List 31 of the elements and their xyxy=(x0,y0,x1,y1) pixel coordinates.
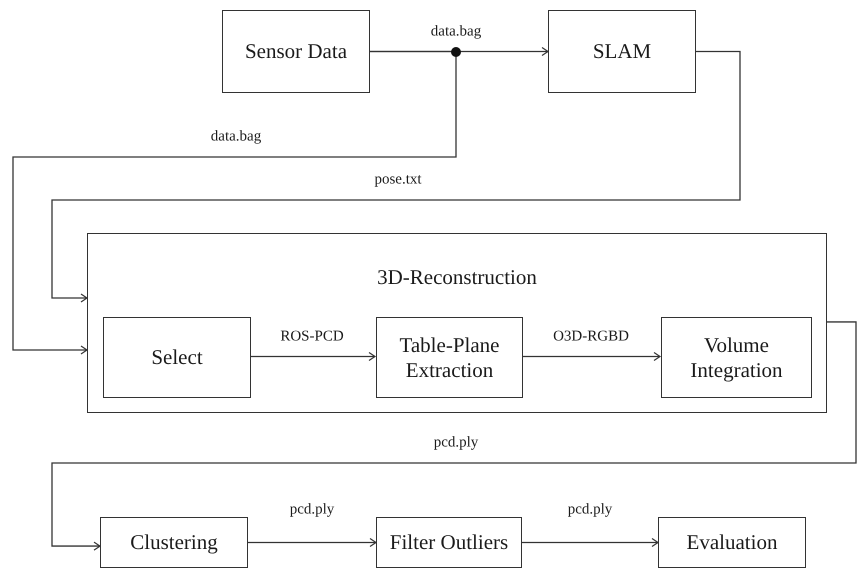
group-title: 3D-Reconstruction xyxy=(376,264,538,290)
process-box xyxy=(658,517,806,568)
arrow xyxy=(522,538,659,548)
arrow xyxy=(12,50,457,355)
box-label: Table-Plane Extraction xyxy=(398,333,500,382)
process-box xyxy=(548,10,696,93)
arrow xyxy=(522,352,661,362)
process-box xyxy=(376,317,523,398)
box-label: Clustering xyxy=(129,530,219,555)
box-label: Volume Integration xyxy=(689,333,784,382)
edge-label: pcd.ply xyxy=(566,502,614,518)
arrow xyxy=(250,352,376,362)
process-box xyxy=(661,317,812,398)
edge-label: pose.txt xyxy=(372,172,424,188)
process-box xyxy=(100,517,248,568)
edge-label: data.bag xyxy=(428,24,484,40)
arrow xyxy=(51,321,857,551)
edge-label: pcd.ply xyxy=(288,502,336,518)
edge-label: pcd.ply xyxy=(432,436,480,450)
group-box xyxy=(87,233,827,413)
process-box xyxy=(376,517,522,568)
box-label: Sensor Data xyxy=(244,39,348,64)
process-box xyxy=(103,317,251,398)
arrow xyxy=(51,50,741,303)
arrow xyxy=(248,538,377,548)
box-label: Select xyxy=(150,345,204,370)
box-label: SLAM xyxy=(592,39,652,64)
edge-label: data.bag xyxy=(208,130,264,144)
box-label: Filter Outliers xyxy=(388,530,510,555)
process-box xyxy=(222,10,370,93)
box-label: Evaluation xyxy=(686,530,778,555)
